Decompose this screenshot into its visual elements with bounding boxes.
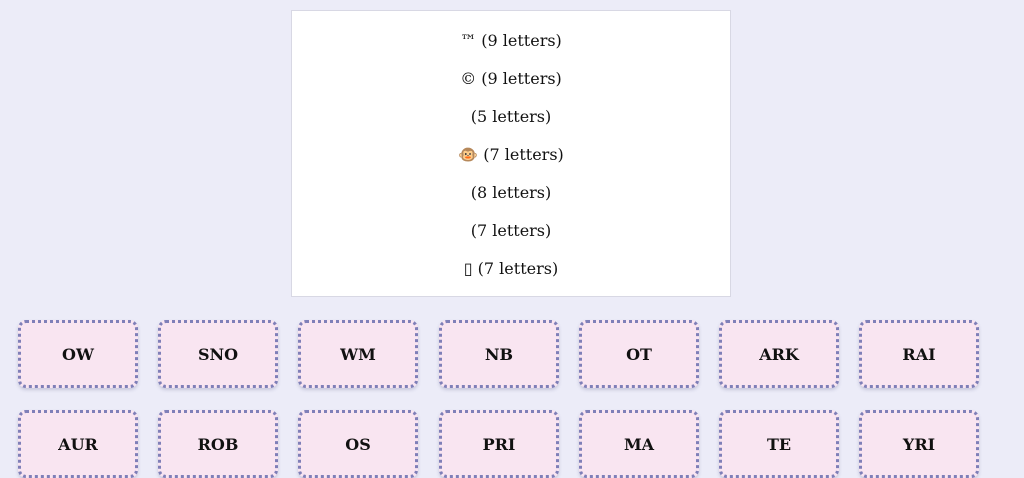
letter-tile[interactable]: SNO — [158, 320, 278, 388]
clue-7: ▯ (7 letters) — [463, 259, 559, 278]
letter-tile[interactable]: OS — [298, 410, 418, 478]
clue-1: ™ (9 letters) — [460, 31, 562, 50]
clue-2: © (9 letters) — [460, 69, 562, 88]
letter-tile[interactable]: ARK — [719, 320, 839, 388]
letter-tile[interactable]: WM — [298, 320, 418, 388]
letter-tile[interactable]: ROB — [158, 410, 278, 478]
letter-tile[interactable]: YRI — [859, 410, 979, 478]
clue-4: 🐵 (7 letters) — [458, 145, 564, 164]
clue-6: (7 letters) — [470, 221, 552, 240]
letter-tile[interactable]: OW — [18, 320, 138, 388]
letter-tile[interactable]: AUR — [18, 410, 138, 478]
letter-tile[interactable]: PRI — [439, 410, 559, 478]
clue-panel: ™ (9 letters) © (9 letters) (5 letters) … — [291, 10, 731, 297]
letter-tile[interactable]: OT — [579, 320, 699, 388]
clue-3: (5 letters) — [470, 107, 552, 126]
letter-tile[interactable]: TE — [719, 410, 839, 478]
letter-tile[interactable]: MA — [579, 410, 699, 478]
clue-5: (8 letters) — [470, 183, 552, 202]
letter-tile[interactable]: NB — [439, 320, 559, 388]
letter-tile[interactable]: RAI — [859, 320, 979, 388]
